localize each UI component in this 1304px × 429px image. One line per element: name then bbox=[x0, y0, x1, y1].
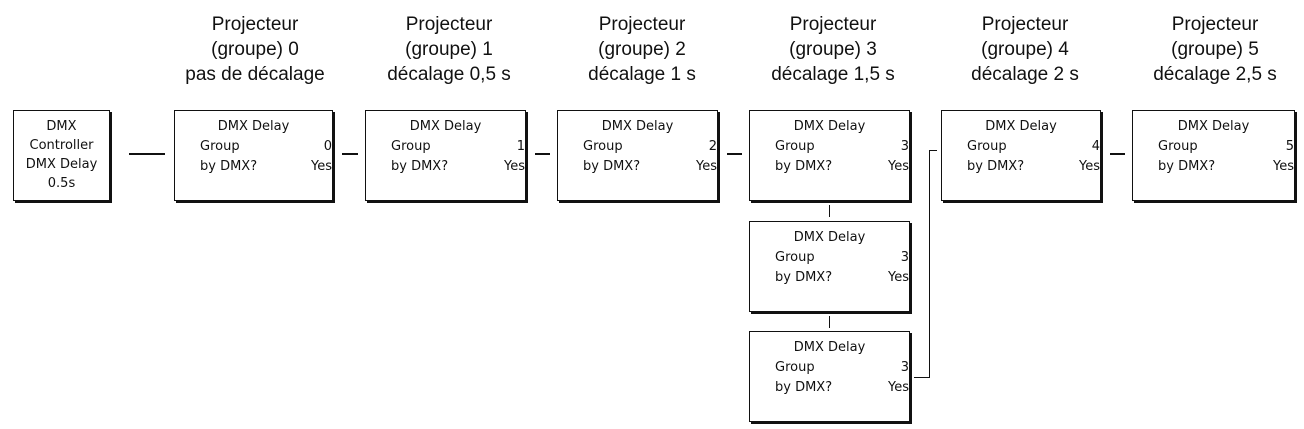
fixture-title: DMX Delay bbox=[409, 119, 482, 134]
connector-1-to-2 bbox=[535, 153, 550, 155]
header-line: décalage 2 s bbox=[971, 64, 1079, 85]
header-group-0: Projecteur (groupe) 0 pas de décalage bbox=[165, 12, 345, 87]
bydmx-value: Yes bbox=[311, 159, 332, 174]
header-line: pas de décalage bbox=[185, 64, 325, 85]
group-value: 4 bbox=[1091, 139, 1100, 154]
header-line: Projecteur bbox=[1171, 14, 1259, 35]
header-line: Projecteur bbox=[789, 14, 877, 35]
header-line: (groupe) 4 bbox=[981, 39, 1069, 60]
header-line: (groupe) 2 bbox=[598, 39, 686, 60]
fixture-title: DMX Delay bbox=[601, 119, 674, 134]
header-group-5: Projecteur (groupe) 5 décalage 2,5 s bbox=[1125, 12, 1304, 87]
header-line: décalage 1,5 s bbox=[771, 64, 895, 85]
fixture-box-group-2: DMX Delay Group 2 by DMX? Yes bbox=[557, 110, 718, 201]
fixture-title: DMX Delay bbox=[217, 119, 290, 134]
bydmx-value: Yes bbox=[1079, 159, 1100, 174]
group-value: 2 bbox=[708, 139, 717, 154]
bydmx-label: by DMX? bbox=[583, 159, 641, 174]
header-group-1: Projecteur (groupe) 1 décalage 0,5 s bbox=[359, 12, 539, 87]
header-line: décalage 1 s bbox=[588, 64, 696, 85]
bydmx-value: Yes bbox=[888, 270, 909, 285]
group-label: Group bbox=[775, 139, 815, 154]
header-line: (groupe) 0 bbox=[211, 39, 299, 60]
bydmx-label: by DMX? bbox=[391, 159, 449, 174]
fixture-title: DMX Delay bbox=[1177, 119, 1250, 134]
fixture-box-group-0: DMX Delay Group 0 by DMX? Yes bbox=[174, 110, 333, 201]
bydmx-value: Yes bbox=[888, 380, 909, 395]
bydmx-label: by DMX? bbox=[1158, 159, 1216, 174]
connector-3a-to-3b bbox=[829, 205, 830, 217]
fixture-box-group-5: DMX Delay Group 5 by DMX? Yes bbox=[1132, 110, 1295, 201]
connector-3c-to-4-vertical bbox=[929, 150, 930, 378]
header-line: (groupe) 3 bbox=[789, 39, 877, 60]
fixture-box-group-1: DMX Delay Group 1 by DMX? Yes bbox=[365, 110, 526, 201]
bydmx-value: Yes bbox=[1273, 159, 1294, 174]
group-value: 0 bbox=[323, 139, 332, 154]
bydmx-label: by DMX? bbox=[775, 159, 833, 174]
header-line: décalage 0,5 s bbox=[387, 64, 511, 85]
connector-0-to-1 bbox=[342, 153, 358, 155]
connector-4-to-5 bbox=[1110, 153, 1125, 155]
group-label: Group bbox=[1158, 139, 1198, 154]
header-line: Projecteur bbox=[981, 14, 1069, 35]
group-label: Group bbox=[391, 139, 431, 154]
fixture-box-group-4: DMX Delay Group 4 by DMX? Yes bbox=[941, 110, 1101, 201]
group-label: Group bbox=[583, 139, 623, 154]
connector-3c-to-4-horizontal-top bbox=[929, 150, 937, 151]
group-value: 5 bbox=[1285, 139, 1294, 154]
bydmx-label: by DMX? bbox=[200, 159, 258, 174]
connector-2-to-3 bbox=[727, 153, 742, 155]
controller-line: DMX bbox=[46, 119, 77, 134]
fixture-title: DMX Delay bbox=[985, 119, 1057, 134]
fixture-box-group-3a: DMX Delay Group 3 by DMX? Yes bbox=[749, 110, 910, 201]
group-value: 1 bbox=[516, 139, 525, 154]
group-value: 3 bbox=[900, 139, 909, 154]
fixture-title: DMX Delay bbox=[793, 340, 866, 355]
bydmx-value: Yes bbox=[696, 159, 717, 174]
header-line: Projecteur bbox=[211, 14, 299, 35]
fixture-title: DMX Delay bbox=[793, 119, 866, 134]
group-value: 3 bbox=[900, 250, 909, 265]
bydmx-label: by DMX? bbox=[967, 159, 1025, 174]
group-label: Group bbox=[200, 139, 240, 154]
controller-line: 0.5s bbox=[47, 176, 76, 191]
controller-line: Controller bbox=[29, 138, 94, 153]
bydmx-value: Yes bbox=[888, 159, 909, 174]
header-line: décalage 2,5 s bbox=[1153, 64, 1277, 85]
header-line: (groupe) 1 bbox=[405, 39, 493, 60]
group-value: 3 bbox=[900, 360, 909, 375]
bydmx-label: by DMX? bbox=[775, 270, 833, 285]
bydmx-label: by DMX? bbox=[775, 380, 833, 395]
connector-ctrl-to-0 bbox=[129, 153, 165, 155]
header-group-2: Projecteur (groupe) 2 décalage 1 s bbox=[552, 12, 732, 87]
header-group-4: Projecteur (groupe) 4 décalage 2 s bbox=[935, 12, 1115, 87]
fixture-title: DMX Delay bbox=[793, 230, 866, 245]
header-line: (groupe) 5 bbox=[1171, 39, 1259, 60]
fixture-box-group-3b: DMX Delay Group 3 by DMX? Yes bbox=[749, 221, 910, 312]
group-label: Group bbox=[775, 360, 815, 375]
header-group-3: Projecteur (groupe) 3 décalage 1,5 s bbox=[743, 12, 923, 87]
group-label: Group bbox=[775, 250, 815, 265]
header-line: Projecteur bbox=[598, 14, 686, 35]
fixture-box-group-3c: DMX Delay Group 3 by DMX? Yes bbox=[749, 331, 910, 422]
header-line: Projecteur bbox=[405, 14, 493, 35]
connector-3c-to-4-horizontal-bottom bbox=[914, 377, 930, 378]
bydmx-value: Yes bbox=[504, 159, 525, 174]
group-label: Group bbox=[967, 139, 1007, 154]
connector-3b-to-3c bbox=[829, 316, 830, 328]
controller-line: DMX Delay bbox=[25, 157, 98, 172]
dmx-controller-box: DMX Controller DMX Delay 0.5s bbox=[13, 110, 110, 201]
